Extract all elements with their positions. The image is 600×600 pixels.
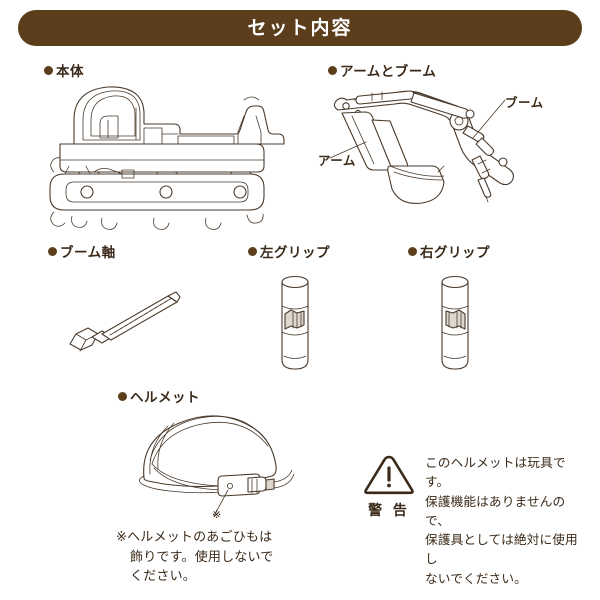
section-heading-body: 本体 xyxy=(44,60,84,80)
section-header-banner: セット内容 xyxy=(18,10,582,46)
section-heading-arm-boom: アームとブーム xyxy=(328,60,436,80)
section-label-boom-shaft: ブーム軸 xyxy=(60,245,116,261)
helmet-note-line-3: ください。 xyxy=(130,569,197,584)
filled-circle-bullet-icon xyxy=(248,246,257,256)
warning-text-line-1: このヘルメットは玩具です。 xyxy=(425,455,566,490)
section-label-arm-boom: アームとブーム xyxy=(340,64,437,80)
section-heading-helmet: ヘルメット xyxy=(118,386,200,406)
warning-symbol-group: 警 告 xyxy=(362,452,416,520)
warning-text-line-4: ないでください。 xyxy=(425,570,527,586)
section-label-left-grip: 左グリップ xyxy=(260,245,330,261)
section-heading-boom-shaft: ブーム軸 xyxy=(48,241,116,261)
filled-circle-bullet-icon xyxy=(44,65,53,75)
section-heading-left-grip: 左グリップ xyxy=(248,241,330,261)
illustration-helmet xyxy=(128,406,308,518)
section-label-body: 本体 xyxy=(56,64,84,80)
helmet-note-line-1: ※ヘルメットのあごひもは xyxy=(116,530,273,545)
callout-label-arm: アーム xyxy=(318,153,356,168)
illustration-arm-and-boom xyxy=(320,78,570,206)
warning-text-line-2: 保護機能はありませんので、 xyxy=(425,493,566,528)
filled-circle-bullet-icon xyxy=(328,65,337,75)
illustration-right-grip xyxy=(432,268,482,376)
illustration-excavator-body xyxy=(42,82,300,230)
illustration-left-grip xyxy=(272,268,322,376)
warning-text-line-3: 保護具としては絶対に使用し xyxy=(425,532,578,567)
helmet-strap-marker: ※ xyxy=(212,508,222,521)
warning-text: このヘルメットは玩具です。 保護機能はありませんので、 保護具としては絶対に使用… xyxy=(425,452,588,588)
helmet-note-text: ※ヘルメットのあごひもは 飾りです。使用しないで ください。 xyxy=(116,528,336,587)
callout-label-boom: ブーム xyxy=(505,95,544,110)
filled-circle-bullet-icon xyxy=(118,391,127,401)
section-label-helmet: ヘルメット xyxy=(130,390,200,406)
warning-triangle-exclamation-icon xyxy=(364,455,414,495)
warning-word-label: 警 告 xyxy=(368,503,410,519)
section-label-right-grip: 右グリップ xyxy=(420,245,490,261)
filled-circle-bullet-icon xyxy=(48,246,57,256)
helmet-note-line-2: 飾りです。使用しないで xyxy=(130,549,274,565)
section-heading-right-grip: 右グリップ xyxy=(408,241,490,261)
filled-circle-bullet-icon xyxy=(408,246,417,256)
page-title: セット内容 xyxy=(247,16,353,39)
illustration-boom-shaft xyxy=(62,272,192,362)
warning-block: 警 告 このヘルメットは玩具です。 保護機能はありませんので、 保護具としては絶… xyxy=(362,452,588,588)
